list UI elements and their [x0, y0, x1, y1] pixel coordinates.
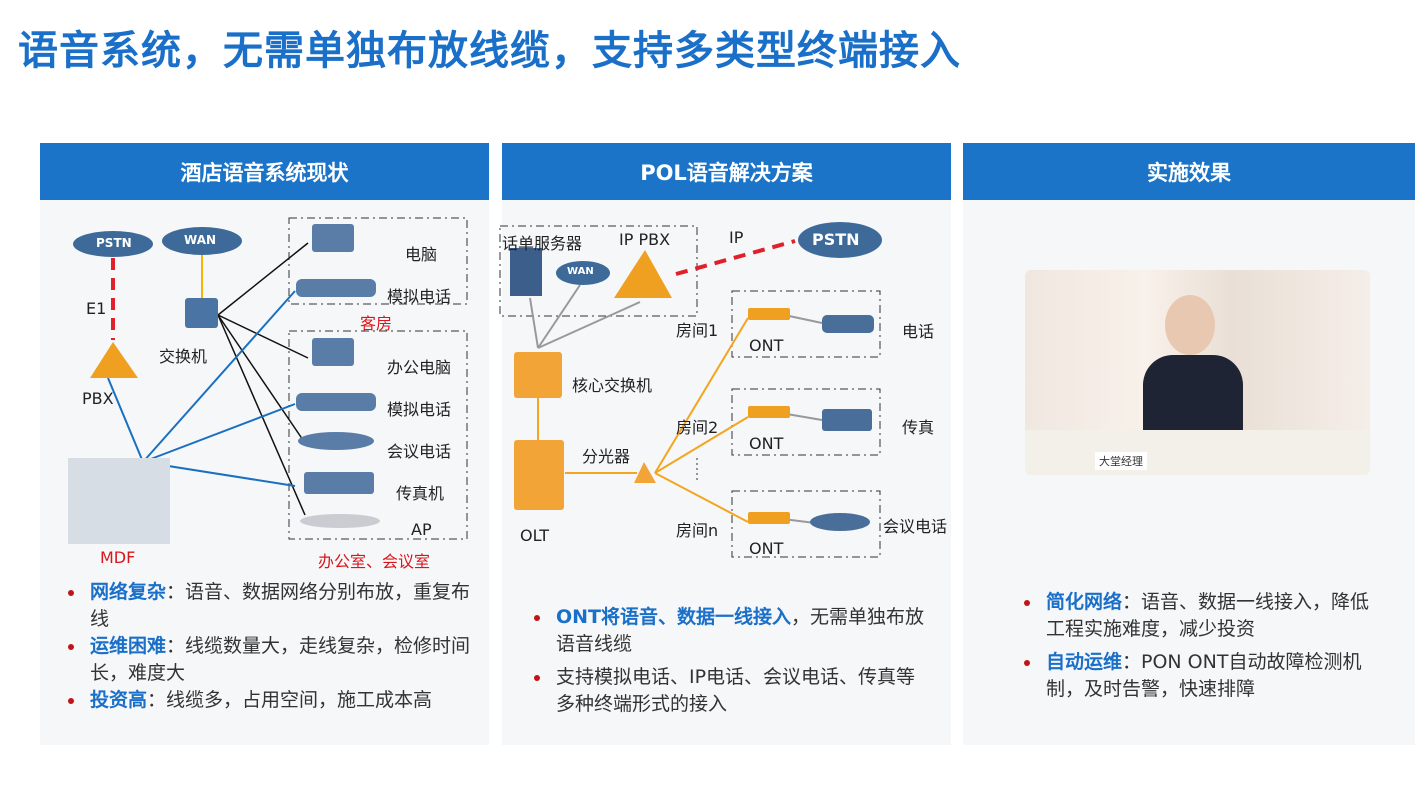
bullet-item: 投资高：线缆多，占用空间，施工成本高 — [64, 687, 474, 714]
analog-phone-label: 模拟电话 — [387, 287, 452, 306]
e1-label: E1 — [86, 299, 107, 318]
bullet-item: 简化网络：语音、数据一线接入，降低工程实施难度，减少投资 — [1020, 589, 1370, 643]
core-switch-label: 核心交换机 — [572, 376, 653, 395]
ap-label: AP — [411, 520, 432, 539]
office-pc-label: 办公电脑 — [387, 358, 452, 377]
ont-label: ONT — [749, 539, 784, 558]
page-title: 语音系统，无需单独布放线缆，支持多类型终端接入 — [18, 28, 961, 74]
bullet-item: 运维困难：线缆数量大，走线复杂，检修时间长，难度大 — [64, 633, 474, 687]
room2-label: 房间2 — [676, 418, 719, 437]
mdf-label: MDF — [100, 548, 136, 567]
splitter-label: 分光器 — [582, 447, 631, 466]
roomn-label: 房间n — [676, 521, 719, 540]
name-sign: 大堂经理 — [1095, 452, 1147, 470]
fax-label: 传真机 — [396, 484, 445, 503]
conference-phone-label: 会议电话 — [883, 517, 948, 536]
bullet-item: 支持模拟电话、IP电话、会议电话、传真等多种终端形式的接入 — [530, 664, 930, 718]
effect-bullets: 简化网络：语音、数据一线接入，降低工程实施难度，减少投资 自动运维：PON ON… — [1020, 589, 1370, 703]
solution-bullets: ONT将语音、数据一线接入，无需单独布放语音线缆 支持模拟电话、IP电话、会议电… — [530, 604, 930, 718]
billing-server-label: 话单服务器 — [502, 234, 583, 253]
phone-label: 电话 — [902, 322, 935, 341]
bullet-item: 网络复杂：语音、数据网络分别布放，重复布线 — [64, 579, 474, 633]
ont-label: ONT — [749, 434, 784, 453]
office-label: 办公室、会议室 — [318, 552, 431, 571]
wan-label: WAN — [184, 233, 217, 247]
panel-header: POL语音解决方案 — [502, 143, 951, 200]
guest-room-label: 客房 — [360, 314, 393, 333]
panel-header: 酒店语音系统现状 — [40, 143, 489, 200]
switch-label: 交换机 — [159, 347, 208, 366]
hotel-receptionist-photo: 大堂经理 — [1025, 270, 1370, 475]
room1-label: 房间1 — [676, 321, 719, 340]
conference-phone-label: 会议电话 — [387, 442, 452, 461]
bullet-item: ONT将语音、数据一线接入，无需单独布放语音线缆 — [530, 604, 930, 658]
ip-label: IP — [729, 228, 744, 247]
pc-label: 电脑 — [405, 245, 438, 264]
bullet-item: 自动运维：PON ONT自动故障检测机制，及时告警，快速排障 — [1020, 649, 1370, 703]
wan-label: WAN — [567, 266, 594, 277]
panel-header: 实施效果 — [963, 143, 1415, 200]
status-bullets: 网络复杂：语音、数据网络分别布放，重复布线 运维困难：线缆数量大，走线复杂，检修… — [64, 579, 474, 714]
pstn-label: PSTN — [812, 230, 860, 249]
fax-label: 传真 — [902, 418, 935, 437]
pbx-label: PBX — [82, 389, 114, 408]
ip-pbx-label: IP PBX — [619, 230, 671, 249]
analog-phone-label: 模拟电话 — [387, 400, 452, 419]
pstn-label: PSTN — [96, 236, 132, 250]
ont-label: ONT — [749, 336, 784, 355]
olt-label: OLT — [520, 526, 550, 545]
